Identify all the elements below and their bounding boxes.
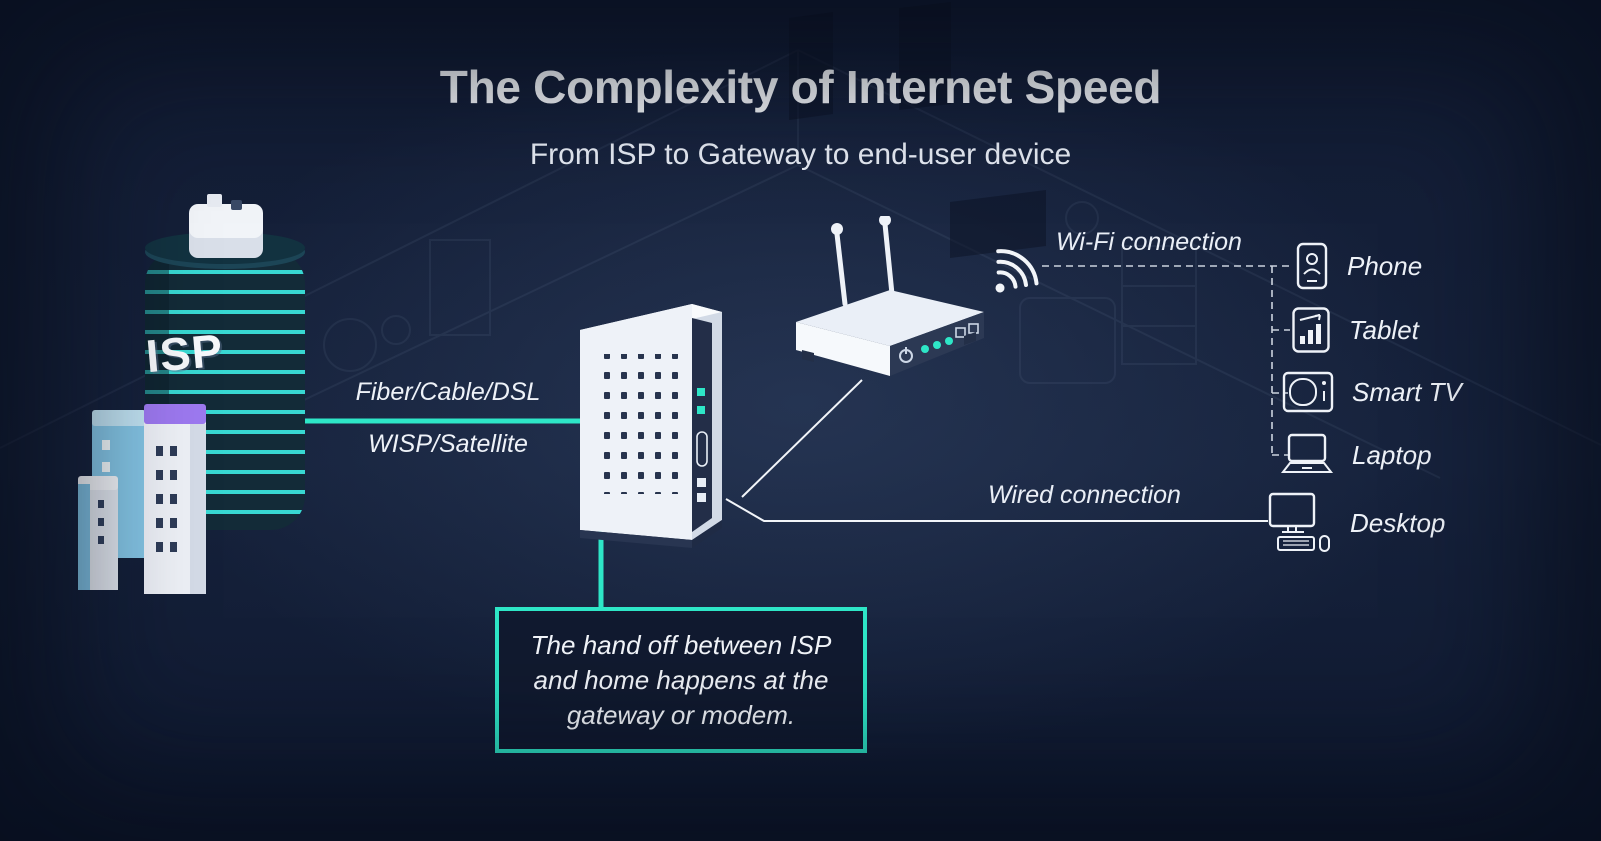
callout-line-3: gateway or modem.	[566, 699, 796, 730]
laptop-icon	[1280, 433, 1334, 473]
wired-connection-label: Wired connection	[988, 481, 1181, 509]
device-label-tablet: Tablet	[1349, 314, 1419, 345]
router-to-modem-line	[741, 379, 863, 498]
isp-link-label-1: Fiber/Cable/DSL	[355, 378, 541, 406]
tablet-icon	[1292, 307, 1330, 353]
wired-connection-line	[725, 498, 1268, 522]
device-row-phone: Phone	[1295, 242, 1422, 290]
wifi-router-illustration	[796, 216, 984, 376]
phone-icon	[1296, 242, 1328, 290]
small-buildings-illustration	[78, 404, 206, 594]
device-label-smart-tv: Smart TV	[1352, 376, 1462, 407]
page-title: The Complexity of Internet Speed	[439, 61, 1162, 113]
modem-gateway-illustration	[580, 304, 722, 548]
device-label-laptop: Laptop	[1352, 439, 1432, 470]
device-label-desktop: Desktop	[1350, 507, 1446, 538]
device-row-desktop: Desktop	[1266, 492, 1445, 554]
wifi-connection-label: Wi-Fi connection	[1056, 228, 1242, 256]
device-label-phone: Phone	[1347, 250, 1423, 281]
callout-box: The hand off between ISP and home happen…	[495, 607, 867, 753]
device-row-tablet: Tablet	[1291, 306, 1419, 354]
device-row-smart-tv: Smart TV	[1282, 371, 1462, 413]
device-row-laptop: Laptop	[1280, 432, 1432, 478]
isp-link-label-2: WISP/Satellite	[368, 430, 528, 458]
isp-building-label: ISP	[143, 323, 226, 383]
wifi-signal-icon	[995, 249, 1039, 293]
smart-tv-icon	[1282, 371, 1334, 413]
desktop-icon	[1268, 492, 1330, 552]
callout-line-2: and home happens at the	[533, 664, 829, 695]
wifi-dashed-lines	[1042, 265, 1292, 456]
page-subtitle: From ISP to Gateway to end-user device	[529, 138, 1072, 171]
callout-line-1: The hand off between ISP	[530, 629, 832, 660]
